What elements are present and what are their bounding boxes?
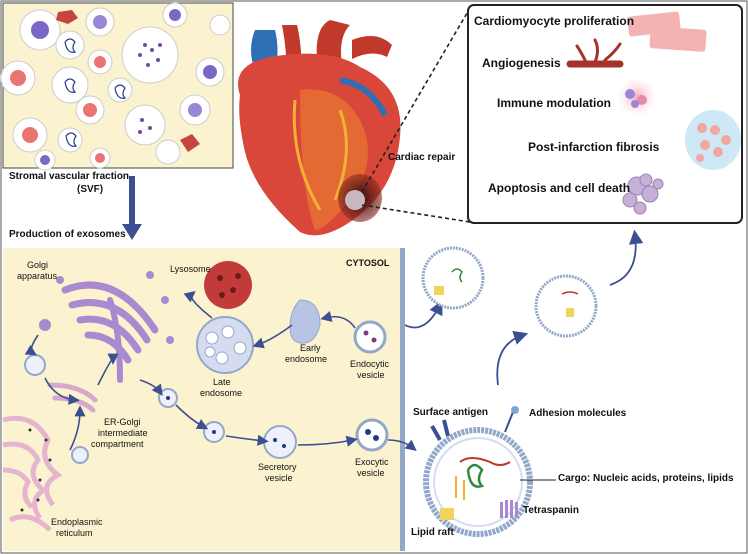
label-ergic-3: compartment — [91, 439, 144, 449]
cardiac-repair-label: Cardiac repair — [388, 152, 456, 163]
label-golgi-2: apparatus — [17, 271, 58, 281]
golgi-vesicles — [39, 271, 174, 344]
label-secretory-1: Secretory — [258, 462, 297, 472]
label-lysosome: Lysosome — [170, 264, 211, 274]
svf-panel — [0, 2, 234, 171]
label-early-1: Early — [300, 343, 321, 353]
apoptosis-icon — [622, 173, 664, 215]
exocytic-vesicle — [355, 418, 389, 452]
effect-immune: Immune modulation — [497, 96, 611, 110]
immune-cells-icon — [617, 77, 657, 117]
label-cargo: Cargo: Nucleic acids, proteins, lipids — [558, 473, 734, 484]
label-exocytic-2: vesicle — [357, 468, 385, 478]
svf-title: Stromal vascular fraction — [9, 171, 130, 182]
lysosome — [204, 261, 252, 309]
exosome-path-arrows — [404, 229, 644, 386]
plasma-membrane — [400, 248, 405, 551]
label-endocytic-2: vesicle — [357, 370, 385, 380]
label-surface-antigen: Surface antigen — [413, 407, 489, 418]
golgi-apparatus — [61, 281, 159, 383]
cardiomyocyte-icon — [627, 11, 707, 52]
label-ergic-2: intermediate — [98, 428, 148, 438]
exosome-small-1 — [421, 246, 485, 310]
label-golgi-1: Golgi — [27, 260, 49, 270]
early-endosome — [289, 299, 321, 344]
repair-effects-panel — [467, 4, 743, 224]
label-cytosol: CYTOSOL — [346, 258, 390, 268]
late-endosome — [196, 316, 254, 374]
label-late-2: endosome — [200, 388, 243, 398]
endoplasmic-reticulum — [2, 415, 63, 532]
heart-illustration — [238, 20, 401, 236]
effect-fibrosis: Post-infarction fibrosis — [528, 140, 660, 154]
label-early-2: endosome — [285, 354, 328, 364]
endocytic-vesicle — [353, 320, 387, 354]
label-adhesion: Adhesion molecules — [529, 408, 627, 419]
label-tetraspanin: Tetraspanin — [523, 505, 579, 516]
pathway-arrows — [24, 290, 417, 451]
label-er-1: Endoplasmic — [51, 517, 103, 527]
effect-angiogenesis: Angiogenesis — [482, 56, 561, 70]
zoom-lines — [361, 7, 471, 223]
svf-abbrev: (SVF) — [77, 184, 104, 195]
transport-vesicles — [24, 354, 297, 464]
vessel-icon — [566, 38, 624, 68]
exosome-small-2 — [534, 274, 598, 338]
label-late-1: Late — [213, 377, 231, 387]
production-label: Production of exosomes — [9, 229, 126, 240]
label-lipid-raft: Lipid raft — [411, 527, 454, 538]
label-secretory-2: vesicle — [265, 473, 293, 483]
label-exocytic-1: Exocytic — [355, 457, 389, 467]
effect-cardiomyocyte: Cardiomyocyte proliferation — [474, 14, 635, 28]
label-er-2: reticulum — [56, 528, 93, 538]
fibrosis-icon — [685, 110, 741, 170]
exosome-main — [423, 406, 533, 537]
label-endocytic-1: Endocytic — [350, 359, 390, 369]
svf-down-arrow — [122, 176, 142, 240]
effect-apoptosis: Apoptosis and cell death — [488, 181, 631, 195]
label-ergic-1: ER-Golgi — [104, 417, 141, 427]
